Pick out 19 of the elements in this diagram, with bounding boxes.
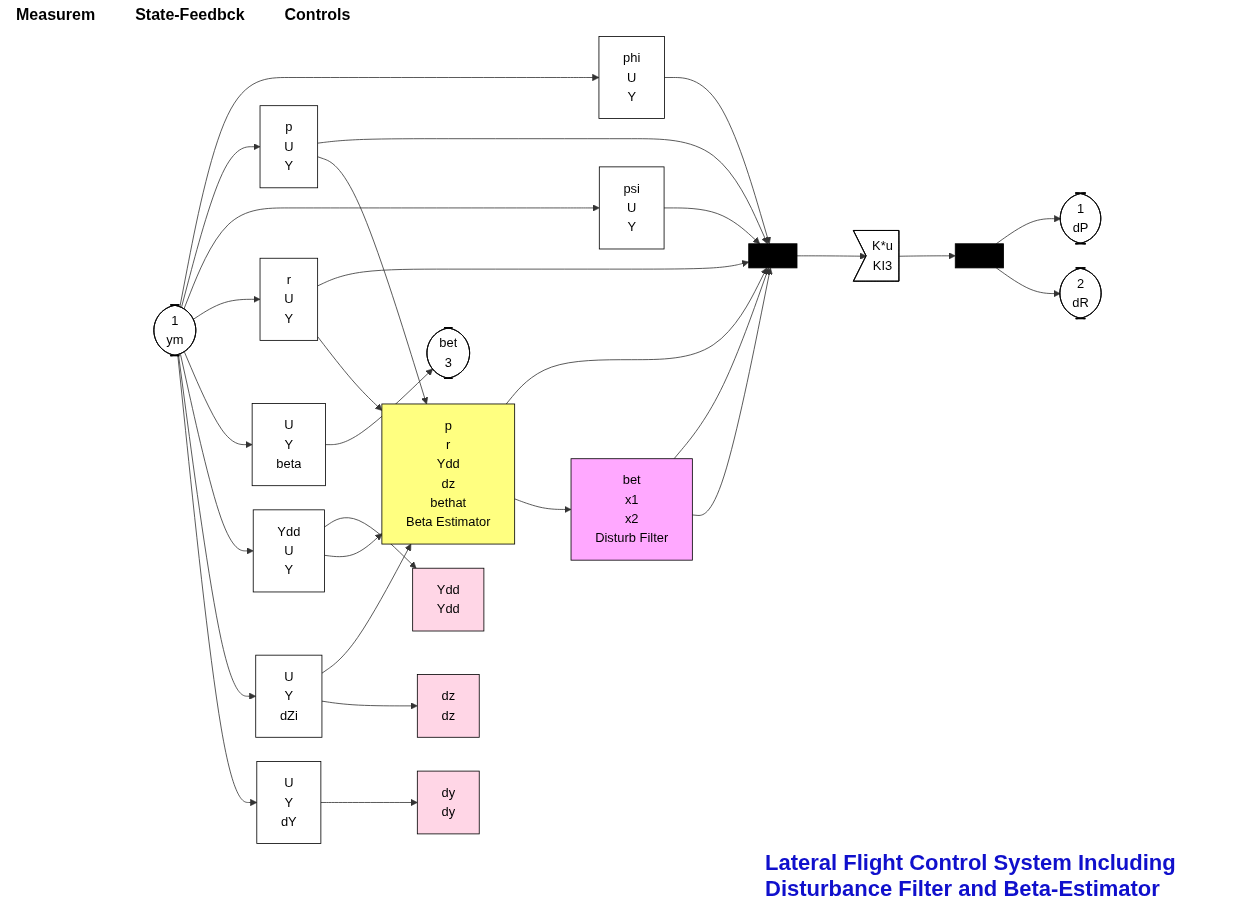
- node-box: psi U Y: [598, 166, 665, 250]
- node-box: dz dz: [416, 674, 480, 738]
- node-box: U Y dY: [256, 761, 322, 844]
- block-label: Controls: [284, 6, 351, 24]
- node-box: p U Y: [259, 105, 319, 189]
- node-box: Ydd U Y: [252, 509, 325, 593]
- node-box: U Y dZi: [255, 654, 323, 738]
- node-box: bet x1 x2 Disturb Filter: [570, 458, 693, 561]
- node-box: Ydd Ydd: [412, 567, 485, 632]
- node-box: r U Y: [259, 257, 319, 341]
- block-label: State-Feedbck: [135, 6, 245, 24]
- node-box: p r Ydd dz bethat Beta Estimator: [381, 403, 516, 545]
- block-label: Measurem: [16, 6, 96, 24]
- diagram-caption: Lateral Flight Control System Including Disturbance Filter and Beta-Estimator: [765, 850, 1177, 902]
- node-box: phi U Y: [598, 36, 665, 119]
- node-bar: [748, 243, 798, 269]
- node-box: dy dy: [416, 770, 480, 835]
- node-bar: [954, 243, 1004, 269]
- node-box: U Y beta: [251, 403, 326, 487]
